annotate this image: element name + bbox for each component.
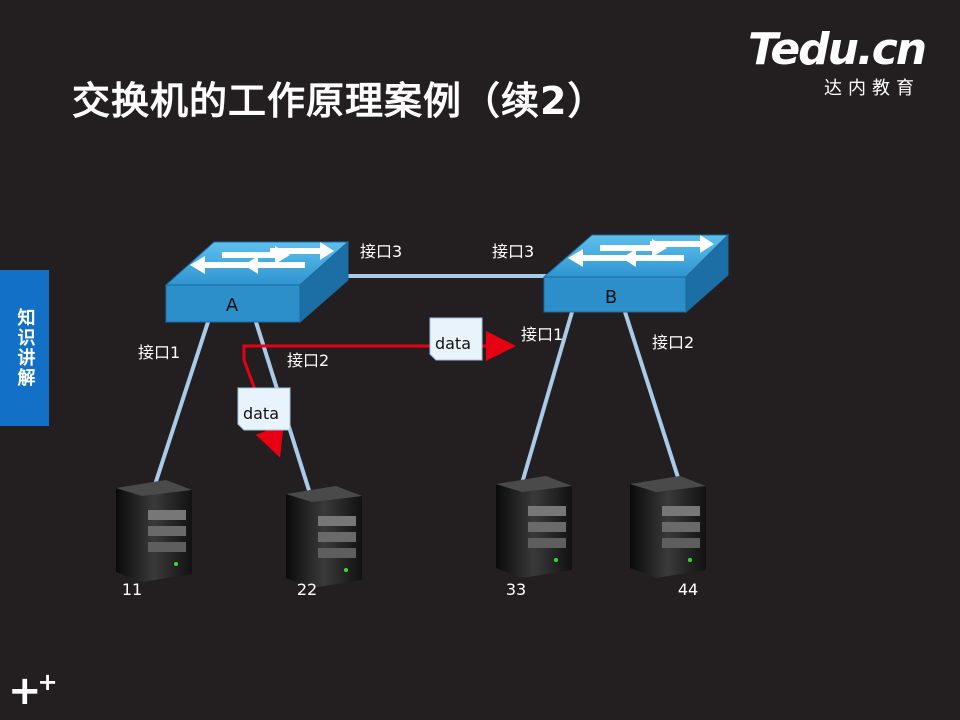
knowledge-tab[interactable]: 知识讲解 [0, 270, 49, 426]
plus-plus-icon: ++ [8, 668, 58, 714]
host-22-label: 22 [297, 580, 317, 599]
host-11-label: 11 [122, 580, 142, 599]
switch-b-label: B [605, 287, 617, 308]
flow-to-b [242, 331, 516, 361]
packet-to-22: data [237, 387, 291, 431]
tedu-logo: Tedu.cn 达内教育 [748, 26, 938, 106]
link-a-11 [148, 321, 210, 501]
switch-a-label: A [226, 295, 239, 316]
switch-a[interactable]: A [164, 240, 350, 324]
host-33-server-icon[interactable] [496, 476, 572, 578]
host-44-label: 44 [678, 580, 698, 599]
logo-subtitle: 达内教育 [824, 78, 920, 99]
logo-wordmark: Tedu.cn [748, 24, 927, 75]
switch-b-port1-label: 接口1 [521, 325, 563, 344]
link-b-33 [518, 311, 574, 491]
switch-b-port2-label: 接口2 [652, 333, 694, 352]
host-44-server-icon[interactable] [630, 476, 706, 578]
host-11-server-icon[interactable] [116, 480, 192, 582]
packet-to-22-label: data [243, 404, 279, 423]
switch-b-port3-label: 接口3 [492, 242, 534, 261]
knowledge-tab-label: 知识讲解 [14, 308, 36, 388]
switch-a-port3-label: 接口3 [360, 242, 402, 261]
switch-a-port1-label: 接口1 [138, 343, 180, 362]
host-22-server-icon[interactable] [286, 486, 362, 588]
switch-b[interactable]: B [542, 233, 730, 314]
switch-a-port2-label: 接口2 [287, 351, 329, 370]
packet-to-b: data [429, 317, 483, 361]
page-title: 交换机的工作原理案例（续2） [72, 79, 607, 123]
packet-to-b-label: data [435, 334, 471, 353]
link-b-44 [623, 311, 684, 491]
host-33-label: 33 [506, 580, 526, 599]
